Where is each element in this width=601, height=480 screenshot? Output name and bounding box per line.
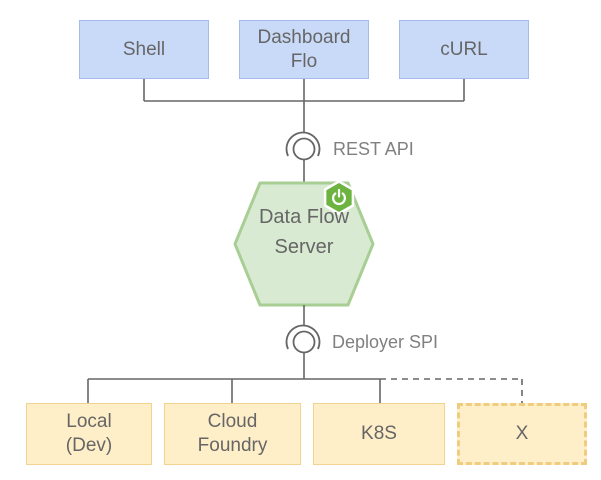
node-x-label: X <box>515 423 529 444</box>
node-local-label-line2: (Dev) <box>65 435 113 456</box>
node-dashboard-label-line2: Flo <box>290 50 318 72</box>
rest-api-socket-icon <box>285 131 321 161</box>
server-label-line3: Server <box>274 236 334 258</box>
node-dashboard-flo: Dashboard Flo <box>239 20 369 79</box>
server-label-line1: Data <box>258 206 302 228</box>
node-local-label-line1: Local <box>66 411 112 432</box>
deployer-spi-socket-icon <box>285 324 321 354</box>
platform-dashed-connector <box>380 378 523 403</box>
client-connector-lines <box>143 79 465 133</box>
node-dashboard-label-line1: Dashboard <box>257 26 351 48</box>
node-shell: Shell <box>79 20 209 79</box>
spring-boot-icon <box>323 180 355 215</box>
node-cloud-foundry-label-line2: Foundry <box>197 435 268 456</box>
deployer-spi-label: Deployer SPI <box>332 332 439 352</box>
node-curl-label: cURL <box>440 38 488 60</box>
node-x-placeholder: X <box>457 403 587 465</box>
node-k8s-label: K8S <box>361 423 397 444</box>
rest-api-label: REST API <box>333 139 414 159</box>
server-label-line2: Flow <box>306 206 350 228</box>
node-shell-label: Shell <box>122 38 166 60</box>
node-data-flow-server-label: Data Flow Server <box>234 202 374 262</box>
node-local-dev: Local (Dev) <box>26 403 152 465</box>
node-cloud-foundry: Cloud Foundry <box>164 403 301 465</box>
node-cloud-foundry-label-line1: Cloud <box>207 411 258 432</box>
node-k8s: K8S <box>313 403 445 465</box>
platform-connector-lines <box>87 352 381 403</box>
node-curl: cURL <box>399 20 529 79</box>
